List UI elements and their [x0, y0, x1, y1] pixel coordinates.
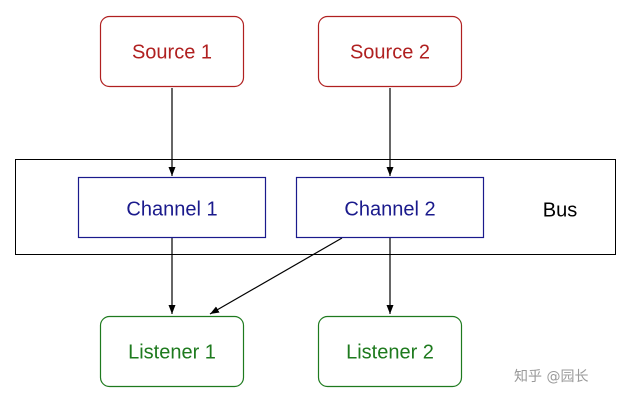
channel-1-node: Channel 1: [77, 176, 267, 239]
source-2-label: Source 2: [350, 41, 430, 63]
listener-1-box: [99, 315, 245, 388]
source-1-label: Source 1: [132, 41, 212, 63]
listener-1-label: Listener 1: [128, 341, 216, 363]
source-2-node: Source 2: [317, 15, 463, 88]
watermark-text: 知乎 @园长: [514, 369, 589, 385]
listener-1-node: Listener 1: [99, 315, 245, 388]
listener-2-box: [317, 315, 463, 388]
source-2-box: [317, 15, 463, 88]
edge-channel2-listener1: [209, 237, 343, 315]
source-1-node: Source 1: [99, 15, 245, 88]
channel-2-box: [295, 176, 485, 239]
channel-2-node: Channel 2: [295, 176, 485, 239]
channel-2-label: Channel 2: [344, 198, 435, 220]
listener-2-node: Listener 2: [317, 315, 463, 388]
edges: [168, 88, 394, 315]
listener-2-label: Listener 2: [346, 341, 434, 363]
channel-1-box: [77, 176, 267, 239]
bus-label: Bus: [543, 199, 577, 221]
source-1-box: [99, 15, 245, 88]
channel-1-label: Channel 1: [126, 198, 217, 220]
